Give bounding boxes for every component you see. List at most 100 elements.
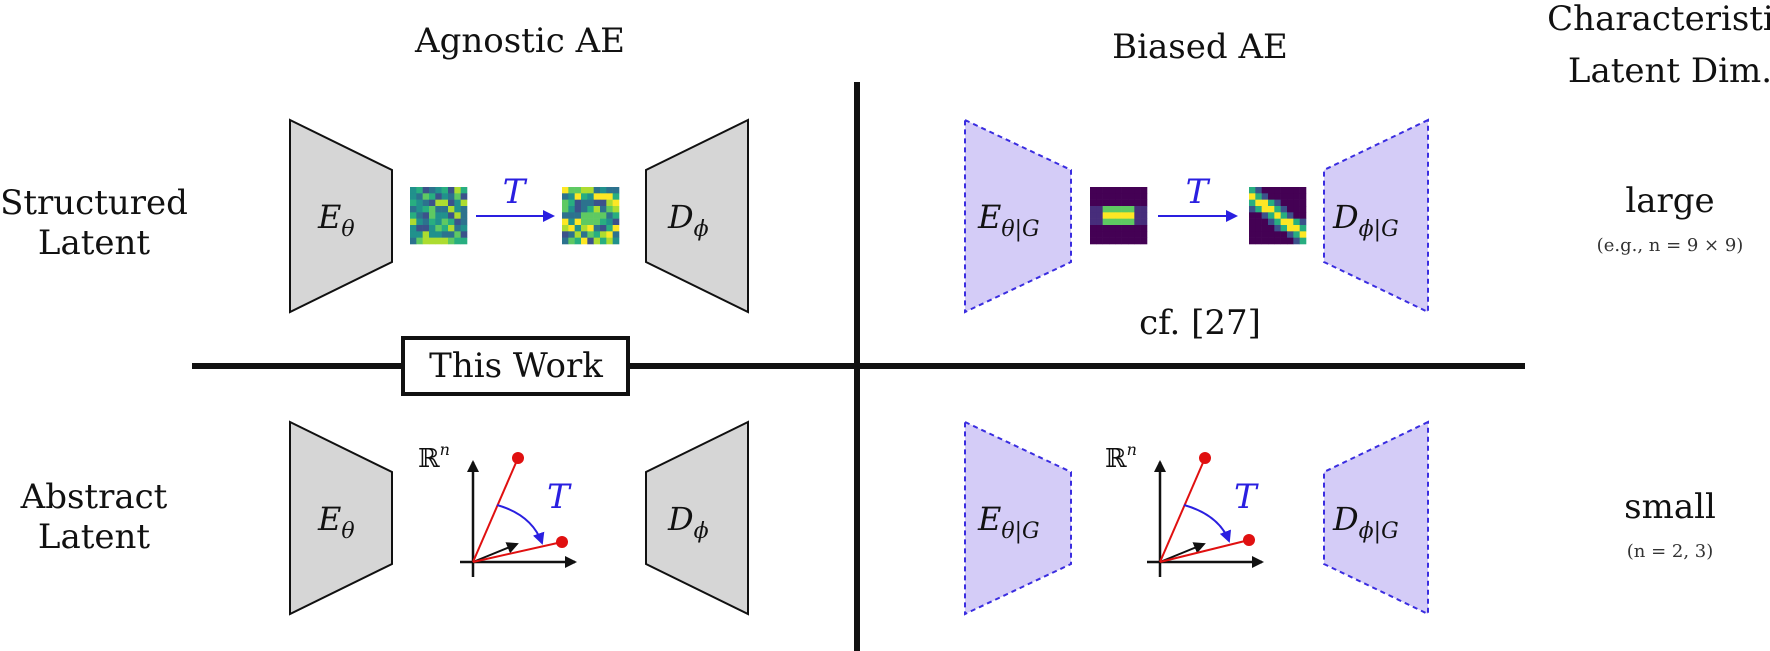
latent-cell: [416, 237, 423, 245]
latent-cell: [1268, 193, 1275, 200]
latent-cell: [454, 193, 461, 200]
latent-cell: [422, 193, 430, 200]
red-point-1-biased: [1199, 452, 1211, 464]
latent-cell: [448, 193, 455, 200]
latent-cell: [1280, 212, 1288, 219]
latent-cell: [441, 212, 449, 219]
latent-cell: [1128, 231, 1135, 238]
latent-cell: [410, 212, 417, 219]
encoder-agnostic-abstract-label: Eθ: [317, 500, 355, 544]
latent-grid-biased-output: [1249, 187, 1307, 245]
latent-cell: [1255, 212, 1262, 219]
latent-cell: [1293, 218, 1300, 226]
latent-cell: [600, 199, 607, 207]
latent-cell: [581, 212, 588, 219]
latent-cell: [562, 218, 569, 226]
column-header-biased: Biased AE: [1112, 27, 1288, 67]
latent-cell: [1109, 187, 1116, 194]
latent-cell: [562, 193, 569, 200]
latent-cell: [1128, 225, 1135, 232]
latent-cell: [429, 187, 436, 194]
latent-cell: [448, 199, 455, 207]
column-header-characteristic-2: Latent Dim.: [1568, 51, 1770, 91]
latent-cell: [562, 199, 569, 207]
latent-cell: [1134, 225, 1141, 232]
latent-cell: [448, 206, 455, 213]
latent-cell: [460, 193, 468, 200]
latent-cell: [1102, 206, 1110, 213]
latent-cell: [612, 206, 620, 213]
latent-cell: [1261, 218, 1269, 226]
latent-cell: [1096, 187, 1103, 194]
latent-cell: [593, 225, 601, 232]
latent-cell: [1268, 237, 1275, 245]
latent-cell: [429, 225, 436, 232]
latent-cell: [1280, 237, 1288, 245]
latent-cell: [1140, 206, 1148, 213]
latent-cell: [562, 212, 569, 219]
latent-cell: [593, 187, 601, 194]
latent-cell: [1090, 225, 1097, 232]
latent-cell: [410, 193, 417, 200]
latent-cell: [410, 187, 417, 194]
latent-cell: [1287, 193, 1294, 200]
latent-cell: [1249, 218, 1256, 226]
latent-cell: [441, 193, 449, 200]
latent-cell: [454, 237, 461, 245]
latent-cell: [600, 193, 607, 200]
latent-cell: [612, 218, 620, 226]
latent-cell: [1299, 237, 1307, 245]
latent-cell: [1090, 218, 1097, 226]
latent-cell: [1140, 231, 1148, 238]
latent-cell: [612, 193, 620, 200]
latent-cell: [1115, 237, 1122, 245]
latent-cell: [1109, 231, 1116, 238]
latent-cell: [1287, 237, 1294, 245]
latent-cell: [441, 187, 449, 194]
decoder-biased-abstract-label: Dϕ|G: [1332, 500, 1399, 544]
latent-cell: [1109, 237, 1116, 245]
latent-cell: [416, 206, 423, 213]
latent-cell: [1121, 206, 1129, 213]
latent-cell: [1102, 237, 1110, 245]
red-vector-2-biased: [1159, 539, 1250, 563]
latent-cell: [454, 212, 461, 219]
latent-cell: [1287, 187, 1294, 194]
latent-cell: [1109, 206, 1116, 213]
latent-cell: [1293, 199, 1300, 207]
latent-cell: [1287, 212, 1294, 219]
latent-cell: [574, 218, 582, 226]
latent-cell: [454, 206, 461, 213]
latent-cell: [448, 225, 455, 232]
latent-cell: [416, 225, 423, 232]
latent-grid-agnostic-output: [562, 187, 620, 245]
latent-cell: [1096, 206, 1103, 213]
column-header-characteristic-1: Characteristic: [1547, 0, 1770, 39]
latent-cell: [1090, 187, 1097, 194]
latent-cell: [1249, 199, 1256, 207]
latent-cell: [1293, 206, 1300, 213]
latent-cell: [568, 199, 575, 207]
latent-cell: [574, 225, 582, 232]
transform-label-biased: T: [1186, 172, 1211, 212]
transform-label-agnostic-abstract: T: [547, 477, 572, 517]
latent-cell: [1255, 193, 1262, 200]
decoder-biased-structured-label: Dϕ|G: [1332, 198, 1399, 242]
latent-cell: [587, 187, 594, 194]
red-point-2-biased: [1243, 534, 1255, 546]
latent-cell: [1090, 206, 1097, 213]
latent-cell: [1140, 218, 1148, 226]
latent-cell: [612, 199, 620, 207]
basis-vector-biased: [1159, 542, 1206, 563]
latent-cell: [1134, 199, 1141, 207]
latent-cell: [454, 218, 461, 226]
latent-cell: [1140, 193, 1148, 200]
decoder-biased-structured: [1323, 118, 1429, 314]
latent-cell: [410, 237, 417, 245]
latent-cell: [429, 231, 436, 238]
latent-cell: [562, 231, 569, 238]
latent-grid-agnostic-input: [410, 187, 468, 245]
latent-cell: [1261, 193, 1269, 200]
latent-cell: [1140, 199, 1148, 207]
latent-cell: [568, 206, 575, 213]
